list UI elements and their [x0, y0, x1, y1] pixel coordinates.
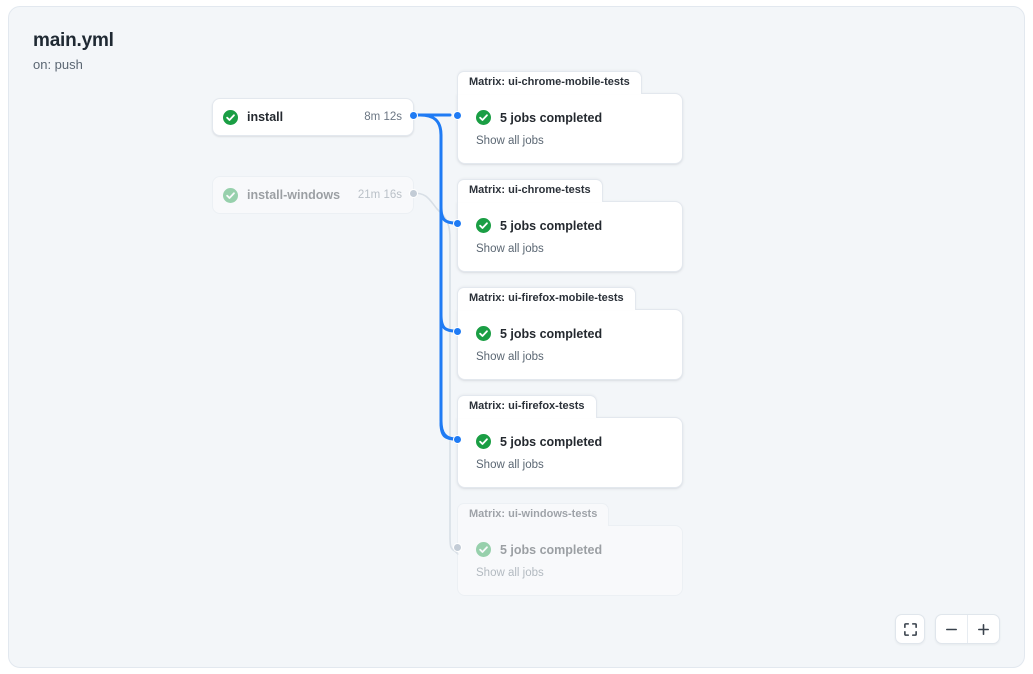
graph-trigger-subtitle: on: push: [33, 57, 83, 72]
plus-icon: [978, 623, 989, 635]
matrix-node-ui-chrome-tests[interactable]: Matrix: ui-chrome-tests 5 jobs completed…: [457, 179, 683, 272]
check-circle-icon: [476, 542, 491, 557]
job-node-install[interactable]: install 8m 12s: [212, 98, 414, 136]
matrix-tab-label: Matrix: ui-windows-tests: [457, 503, 610, 526]
matrix-status-row: 5 jobs completed: [476, 542, 666, 557]
show-all-jobs-link[interactable]: Show all jobs: [476, 135, 544, 147]
matrix-node-ui-firefox-mobile-tests[interactable]: Matrix: ui-firefox-mobile-tests 5 jobs c…: [457, 287, 683, 380]
job-duration: 21m 16s: [357, 189, 402, 201]
job-label: install-windows: [247, 188, 341, 202]
job-duration: 8m 12s: [364, 111, 402, 123]
check-circle-icon: [476, 218, 491, 233]
zoom-controls-group: [935, 614, 1000, 644]
check-circle-icon: [223, 187, 238, 203]
matrix-card-body[interactable]: 5 jobs completed Show all jobs: [457, 201, 683, 272]
matrix-tab-label: Matrix: ui-chrome-tests: [457, 179, 603, 202]
matrix-status-row: 5 jobs completed: [476, 326, 666, 341]
matrix-status-row: 5 jobs completed: [476, 434, 666, 449]
matrix-status-row: 5 jobs completed: [476, 218, 666, 233]
node-handle-ui-chrome-tests-in[interactable]: [453, 219, 462, 228]
matrix-node-ui-chrome-mobile-tests[interactable]: Matrix: ui-chrome-mobile-tests 5 jobs co…: [457, 71, 683, 164]
zoom-out-button[interactable]: [936, 615, 968, 643]
show-all-jobs-link[interactable]: Show all jobs: [476, 351, 544, 363]
job-label: install: [247, 110, 284, 124]
zoom-in-button[interactable]: [968, 615, 999, 643]
node-handle-ui-chrome-mobile-tests-in[interactable]: [453, 111, 462, 120]
check-circle-icon: [476, 326, 491, 341]
show-all-jobs-link[interactable]: Show all jobs: [476, 567, 544, 579]
matrix-card-body[interactable]: 5 jobs completed Show all jobs: [457, 93, 683, 164]
matrix-card-body[interactable]: 5 jobs completed Show all jobs: [457, 525, 683, 596]
matrix-status-label: 5 jobs completed: [500, 218, 603, 233]
matrix-tab-label: Matrix: ui-firefox-mobile-tests: [457, 287, 636, 310]
matrix-status-row: 5 jobs completed: [476, 110, 666, 125]
canvas-controls: [895, 614, 1000, 644]
matrix-tab-label: Matrix: ui-firefox-tests: [457, 395, 597, 418]
matrix-status-label: 5 jobs completed: [500, 110, 603, 125]
fit-screen-icon: [903, 622, 917, 636]
show-all-jobs-link[interactable]: Show all jobs: [476, 459, 544, 471]
show-all-jobs-link[interactable]: Show all jobs: [476, 243, 544, 255]
matrix-status-label: 5 jobs completed: [500, 326, 603, 341]
matrix-node-ui-firefox-tests[interactable]: Matrix: ui-firefox-tests 5 jobs complete…: [457, 395, 683, 488]
job-node-install-windows[interactable]: install-windows 21m 16s: [212, 176, 414, 214]
matrix-node-ui-windows-tests[interactable]: Matrix: ui-windows-tests 5 jobs complete…: [457, 503, 683, 596]
fit-view-button[interactable]: [895, 614, 925, 644]
matrix-card-body[interactable]: 5 jobs completed Show all jobs: [457, 309, 683, 380]
matrix-card-body[interactable]: 5 jobs completed Show all jobs: [457, 417, 683, 488]
workflow-graph-canvas[interactable]: main.yml on: push install 8m 12s install…: [8, 6, 1025, 668]
matrix-tab-label: Matrix: ui-chrome-mobile-tests: [457, 71, 642, 94]
check-circle-icon: [476, 434, 491, 449]
check-circle-icon: [223, 109, 238, 125]
node-handle-ui-firefox-mobile-tests-in[interactable]: [453, 327, 462, 336]
matrix-status-label: 5 jobs completed: [500, 434, 603, 449]
node-handle-ui-firefox-tests-in[interactable]: [453, 435, 462, 444]
node-handle-install-windows-out[interactable]: [409, 189, 418, 198]
node-handle-install-out[interactable]: [409, 111, 418, 120]
node-handle-ui-windows-tests-in[interactable]: [453, 543, 462, 552]
minus-icon: [946, 628, 957, 630]
matrix-status-label: 5 jobs completed: [500, 542, 603, 557]
graph-header: main.yml on: push: [33, 29, 114, 75]
page-title: main.yml: [33, 30, 114, 51]
check-circle-icon: [476, 110, 491, 125]
